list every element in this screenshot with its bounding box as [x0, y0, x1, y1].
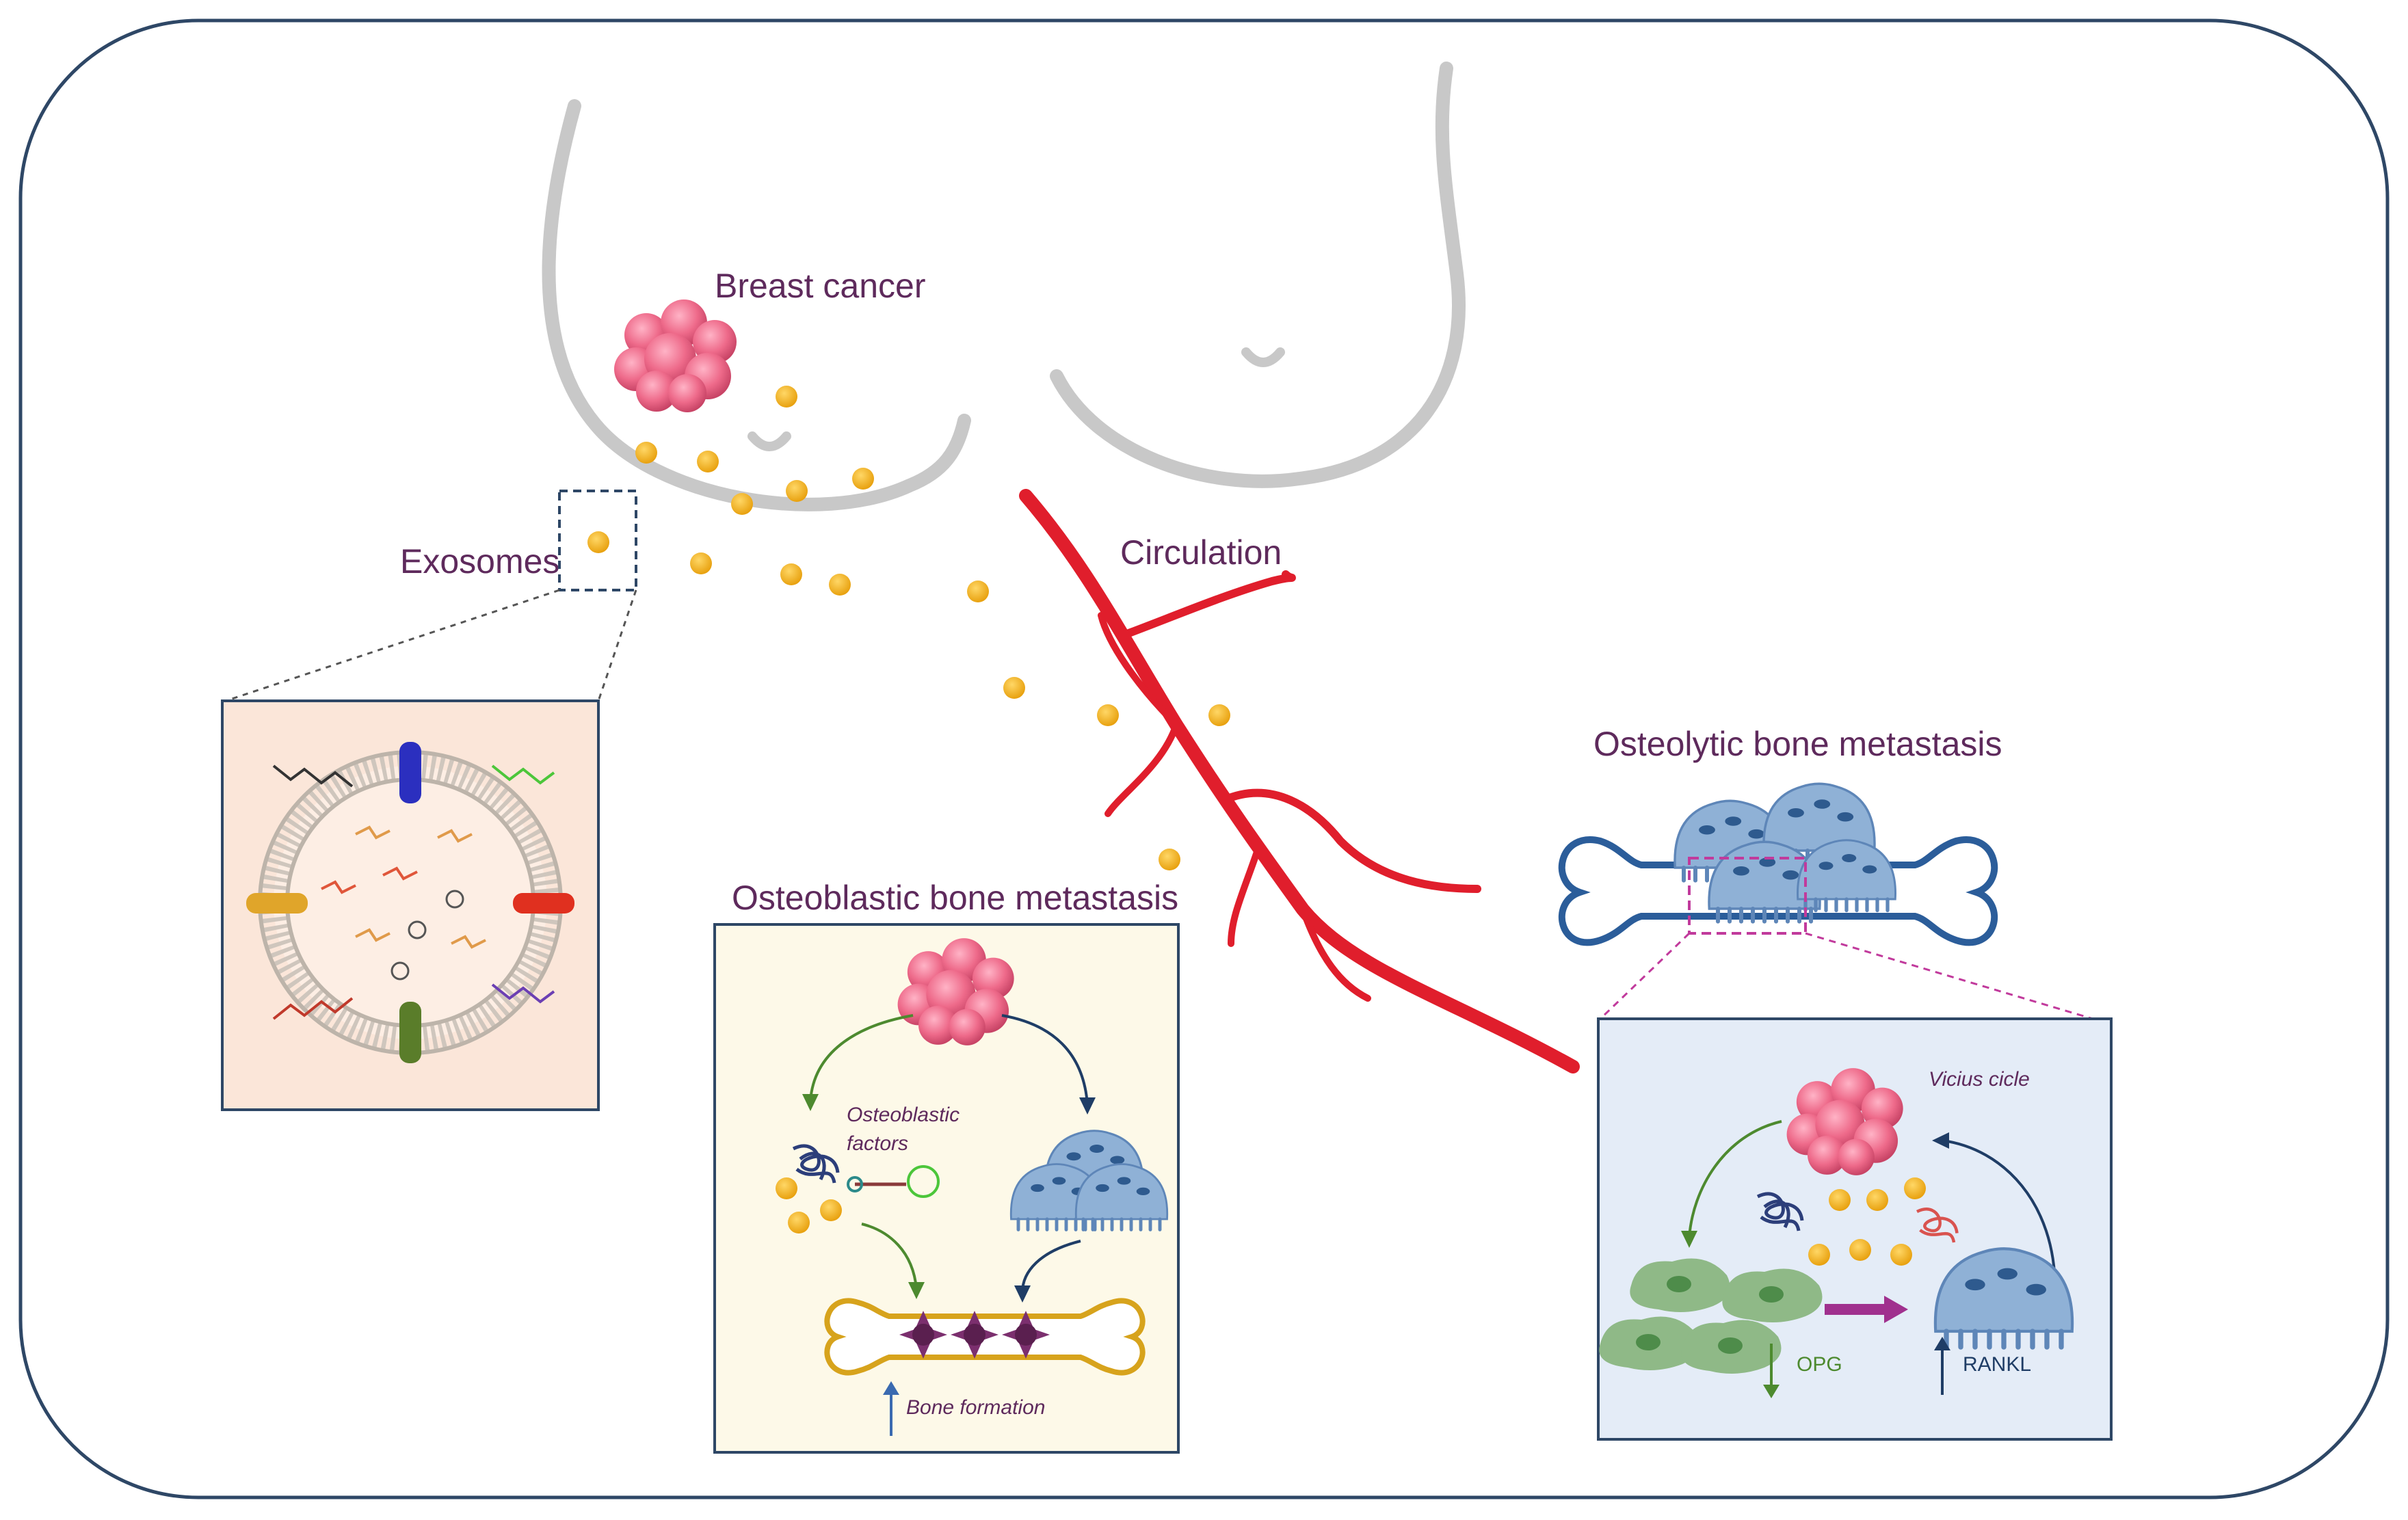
arrow-to-factors — [809, 1014, 914, 1102]
arrow-to-stroma — [1688, 1120, 1782, 1238]
zoom-line-right — [597, 589, 637, 702]
osteoblastic-factors-label-line2: factors — [847, 1132, 908, 1155]
osteoblastic-factors-label-line1: Osteoblastic — [847, 1104, 960, 1126]
zoom-line — [1599, 932, 1691, 1020]
arrowhead — [1932, 1132, 1949, 1149]
circulation-label: Circulation — [1120, 533, 1282, 572]
exosome-zoom-box — [558, 490, 637, 591]
exosome-detail-panel — [221, 699, 600, 1111]
arrowhead — [802, 1094, 819, 1111]
arrowhead — [1763, 1385, 1779, 1398]
osteolytic-zoom-box — [1688, 857, 1807, 935]
osteolytic-bone-illustration — [1559, 784, 2093, 1020]
breast-outline-illustration — [542, 62, 1466, 511]
mirna-icon — [847, 1165, 940, 1198]
arrow-to-bone-green — [861, 1223, 918, 1290]
osteolytic-detail-panel: Vicius cicle OPG RANKL — [1597, 1017, 2113, 1441]
arrowhead — [883, 1381, 899, 1395]
zoom-line-left — [225, 589, 560, 702]
vicious-cycle-label: Vicius cicle — [1929, 1068, 2030, 1091]
magenta-arrow-icon — [1825, 1296, 1908, 1323]
stromal-cell-icon — [1681, 1320, 1782, 1374]
rankl-label: RANKL — [1963, 1353, 2031, 1376]
stromal-cell-icon — [1630, 1258, 1730, 1312]
osteoblastic-title: Osteoblastic bone metastasis — [732, 879, 1178, 917]
stromal-cell-icon — [1722, 1268, 1823, 1322]
arrowhead — [908, 1282, 925, 1299]
osteoblast-icon — [899, 1311, 1050, 1359]
right-breast-outline — [1050, 62, 1466, 488]
breast-cancer-label: Breast cancer — [715, 267, 925, 305]
osteolytic-title: Osteolytic bone metastasis — [1593, 725, 2002, 763]
zoom-line — [1805, 932, 2093, 1020]
left-nipple — [747, 431, 791, 451]
arrowhead — [1014, 1285, 1031, 1303]
opg-label: OPG — [1797, 1353, 1842, 1376]
osteoblastic-detail-panel: Osteoblastic factors Bone formation — [713, 923, 1180, 1454]
exosome-vesicle-icon — [246, 742, 574, 1063]
protein-icon — [1916, 1208, 1959, 1243]
bone-formation-label: Bone formation — [906, 1396, 1045, 1419]
arrowhead — [1079, 1097, 1096, 1115]
right-nipple — [1241, 347, 1285, 367]
arrow-to-osteoclasts — [1001, 1014, 1089, 1105]
blood-vessel-icon — [1019, 489, 1580, 1074]
arrow-to-tumor — [1942, 1139, 2056, 1290]
arrowhead — [1681, 1231, 1697, 1248]
left-breast-outline — [542, 99, 971, 511]
exosomes-label: Exosomes — [400, 542, 559, 581]
arrowhead — [1934, 1337, 1950, 1350]
